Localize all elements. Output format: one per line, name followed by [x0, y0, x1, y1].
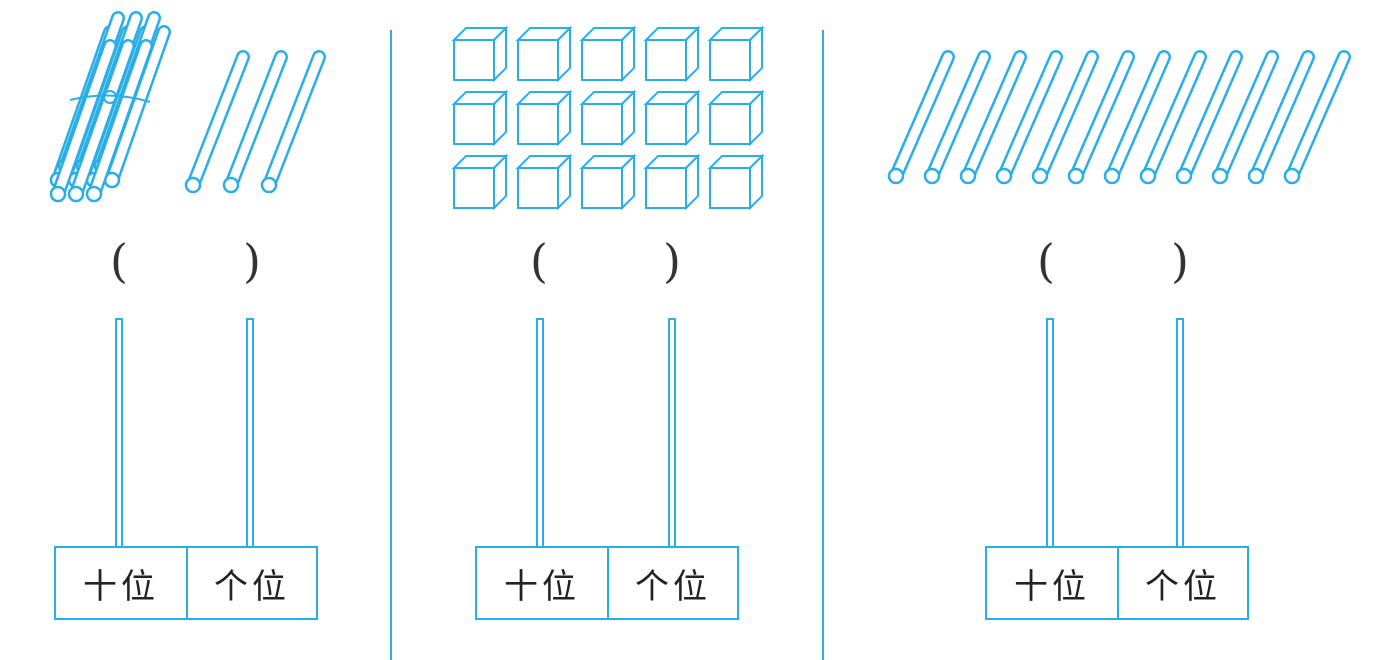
panel-divider: [822, 30, 824, 660]
ones-place-label: 个位: [186, 548, 316, 618]
cube-icon: [707, 153, 765, 211]
panel-bundle-sticks: ( ) 十位 个位: [0, 0, 390, 660]
stick-icon: [995, 50, 1063, 185]
stick-icon: [1103, 50, 1171, 185]
answer-paren-right: ): [663, 234, 681, 288]
stick-icon: [1067, 50, 1135, 185]
cube-icon: [579, 153, 637, 211]
ones-place-label: 个位: [607, 548, 737, 618]
stick-icon: [1175, 50, 1243, 185]
cube-icon: [643, 89, 701, 147]
stick-icon: [1247, 50, 1315, 185]
panel-loose-sticks: ( ) 十位 个位: [824, 0, 1394, 660]
stick-icon: [959, 50, 1027, 185]
cube-icon: [451, 153, 509, 211]
cube-icon: [707, 89, 765, 147]
answer-paren-left: (: [110, 234, 128, 288]
tens-place-label: 十位: [504, 566, 580, 607]
panel-divider: [390, 30, 392, 660]
bundle-stick-icon: [103, 25, 171, 189]
answer-paren-right: ): [243, 234, 261, 288]
loose-sticks-group: [184, 50, 326, 194]
cube-icon: [451, 25, 509, 83]
cube-icon: [515, 89, 573, 147]
stick-icon: [1283, 50, 1351, 185]
answer-paren-left: (: [530, 234, 548, 288]
ones-rod: [1176, 318, 1184, 548]
stick-icon: [260, 50, 326, 194]
cube-icon: [515, 153, 573, 211]
loose-sticks-group: [887, 50, 1351, 185]
cube-icon: [707, 25, 765, 83]
cubes-illustration: [451, 25, 765, 211]
bundle-stick-icon: [85, 39, 153, 203]
bundle-stick-icon: [49, 39, 117, 203]
stick-icon: [1139, 50, 1207, 185]
stick-icon: [184, 50, 250, 194]
place-value-box: 十位 个位: [985, 546, 1249, 620]
cube-icon: [515, 25, 573, 83]
tens-rod: [536, 318, 544, 548]
stick-bundle-icon: [49, 11, 171, 203]
place-value-box: 十位 个位: [54, 546, 318, 620]
answer-paren-left: (: [1037, 234, 1055, 288]
cube-grid: [451, 25, 765, 211]
panel-cubes: ( ) 十位 个位: [392, 0, 822, 660]
tens-rod: [1046, 318, 1054, 548]
stick-icon: [1031, 50, 1099, 185]
cube-icon: [579, 89, 637, 147]
stick-icon: [222, 50, 288, 194]
ones-rod: [246, 318, 254, 548]
stick-icon: [1211, 50, 1279, 185]
cube-icon: [451, 89, 509, 147]
place-value-box: 十位 个位: [475, 546, 739, 620]
cube-icon: [643, 25, 701, 83]
answer-paren-right: ): [1171, 234, 1189, 288]
loose-sticks-illustration: [887, 50, 1351, 185]
stick-icon: [887, 50, 955, 185]
cube-icon: [579, 25, 637, 83]
stick-icon: [923, 50, 991, 185]
cube-icon: [643, 153, 701, 211]
ones-rod: [668, 318, 676, 548]
tens-place-label: 十位: [83, 566, 159, 607]
ones-place-label: 个位: [1117, 548, 1247, 618]
tens-rod: [115, 318, 123, 548]
bundle-stick-icon: [67, 39, 135, 203]
bundle-and-sticks-illustration: [49, 11, 326, 203]
tens-place-label: 十位: [1014, 566, 1090, 607]
